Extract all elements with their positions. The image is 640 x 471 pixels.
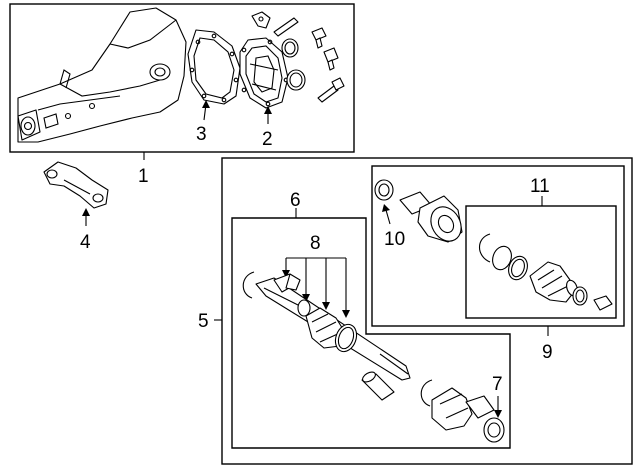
- callout-8: 8: [310, 233, 321, 254]
- callout-3: 3: [196, 124, 207, 145]
- seal-ring: [374, 179, 394, 201]
- breather-pin: [273, 17, 299, 37]
- inner-circlip: [420, 379, 433, 407]
- plug-upper: [311, 27, 327, 49]
- callout-10: 10: [384, 229, 405, 250]
- callout-6: 6: [290, 190, 301, 211]
- differential-cover: [239, 37, 289, 109]
- drain-plug-seal: [281, 38, 299, 58]
- inner-joint: [431, 387, 495, 431]
- axle-shaft-box: [231, 217, 511, 449]
- callout-4: 4: [80, 232, 91, 253]
- differential-group-box: [9, 3, 355, 153]
- mount-bracket: [43, 161, 109, 209]
- boot-clamp: [572, 286, 588, 306]
- outer-circlip: [242, 271, 255, 299]
- boot-clamp-small: [297, 299, 311, 317]
- clamp-pin: [593, 295, 613, 311]
- inner-joint-housing: [399, 191, 463, 243]
- inner-seal: [483, 417, 505, 443]
- grease-cap: [273, 273, 301, 293]
- callout-11: 11: [530, 176, 550, 197]
- fill-plug-seal: [286, 69, 306, 91]
- boot-kit-box: [465, 205, 617, 319]
- inner-ring: [492, 245, 512, 271]
- cv-boot: [529, 261, 578, 303]
- plug-middle: [323, 47, 339, 71]
- circlip-large: [478, 233, 491, 263]
- cover-gasket: [187, 29, 241, 105]
- inner-joint-kit-box: [371, 165, 625, 327]
- callout-5: 5: [198, 311, 209, 332]
- vent-bracket: [251, 11, 271, 29]
- grease-tube: [361, 371, 395, 401]
- axle-group-box: [221, 157, 633, 465]
- differential-carrier: [17, 7, 187, 143]
- callout-2: 2: [262, 129, 273, 150]
- callout-7: 7: [492, 374, 503, 395]
- bearing-ring: [508, 255, 528, 281]
- drain-bolt: [317, 77, 345, 103]
- callout-9: 9: [542, 342, 553, 363]
- callout-1: 1: [138, 166, 149, 187]
- boot-clamp-large: [334, 323, 358, 353]
